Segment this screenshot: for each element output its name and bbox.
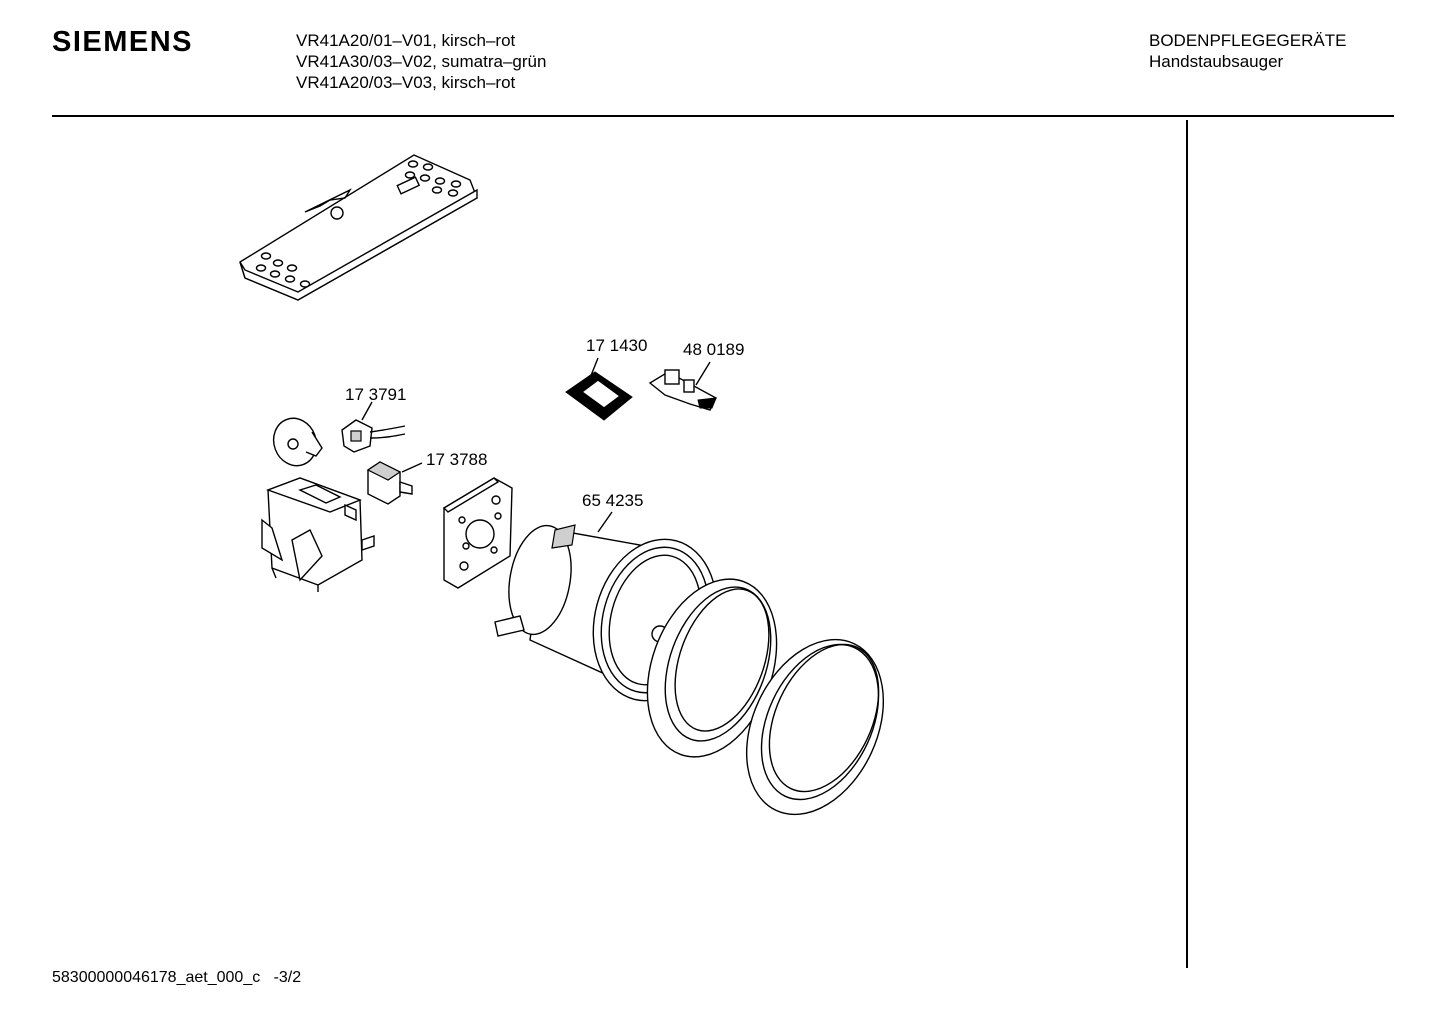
part-number-label: 65 4235: [582, 491, 643, 510]
sidebar-divider: [1186, 120, 1188, 968]
header-divider: [52, 115, 1394, 117]
part-number-label: 48 0189: [683, 340, 744, 359]
part-number-label: 17 3788: [426, 450, 487, 469]
subcategory-title: Handstaubsauger: [1149, 52, 1284, 71]
category-title: BODENPFLEGEGERÄTE: [1149, 31, 1347, 50]
outer-ring-part: [745, 638, 885, 816]
page-number: -3/2: [273, 969, 302, 986]
part-173788-block: [366, 461, 423, 505]
part-173791-connector: [341, 401, 406, 453]
front-ring-part: [646, 578, 778, 758]
part-171430-chip: [565, 357, 633, 421]
category-block: BODENPFLEGEGERÄTE Handstaubsauger: [1149, 30, 1346, 72]
mounting-plate-part: [442, 477, 513, 589]
part-number-label: 17 1430: [586, 336, 647, 355]
speaker-disk-part: [272, 417, 323, 467]
part-480189-switch: [648, 361, 717, 411]
model-line: VR41A20/01–V01, kirsch–rot: [296, 31, 516, 50]
model-line: VR41A30/03–V02, sumatra–grün: [296, 52, 547, 71]
model-line: VR41A20/03–V03, kirsch–rot: [296, 73, 516, 92]
part-654235-motor: [494, 511, 718, 702]
housing-assembly-part: [261, 477, 375, 592]
doc-id: 58300000046178_aet_000_c: [52, 969, 261, 986]
footer-doc-id: 58300000046178_aet_000_c -3/2: [52, 969, 301, 987]
model-list: VR41A20/01–V01, kirsch–rot VR41A30/03–V0…: [296, 30, 546, 93]
circuit-board-part: [239, 154, 478, 301]
part-number-label: 17 3791: [345, 385, 406, 404]
brand-logo: SIEMENS: [52, 26, 194, 58]
